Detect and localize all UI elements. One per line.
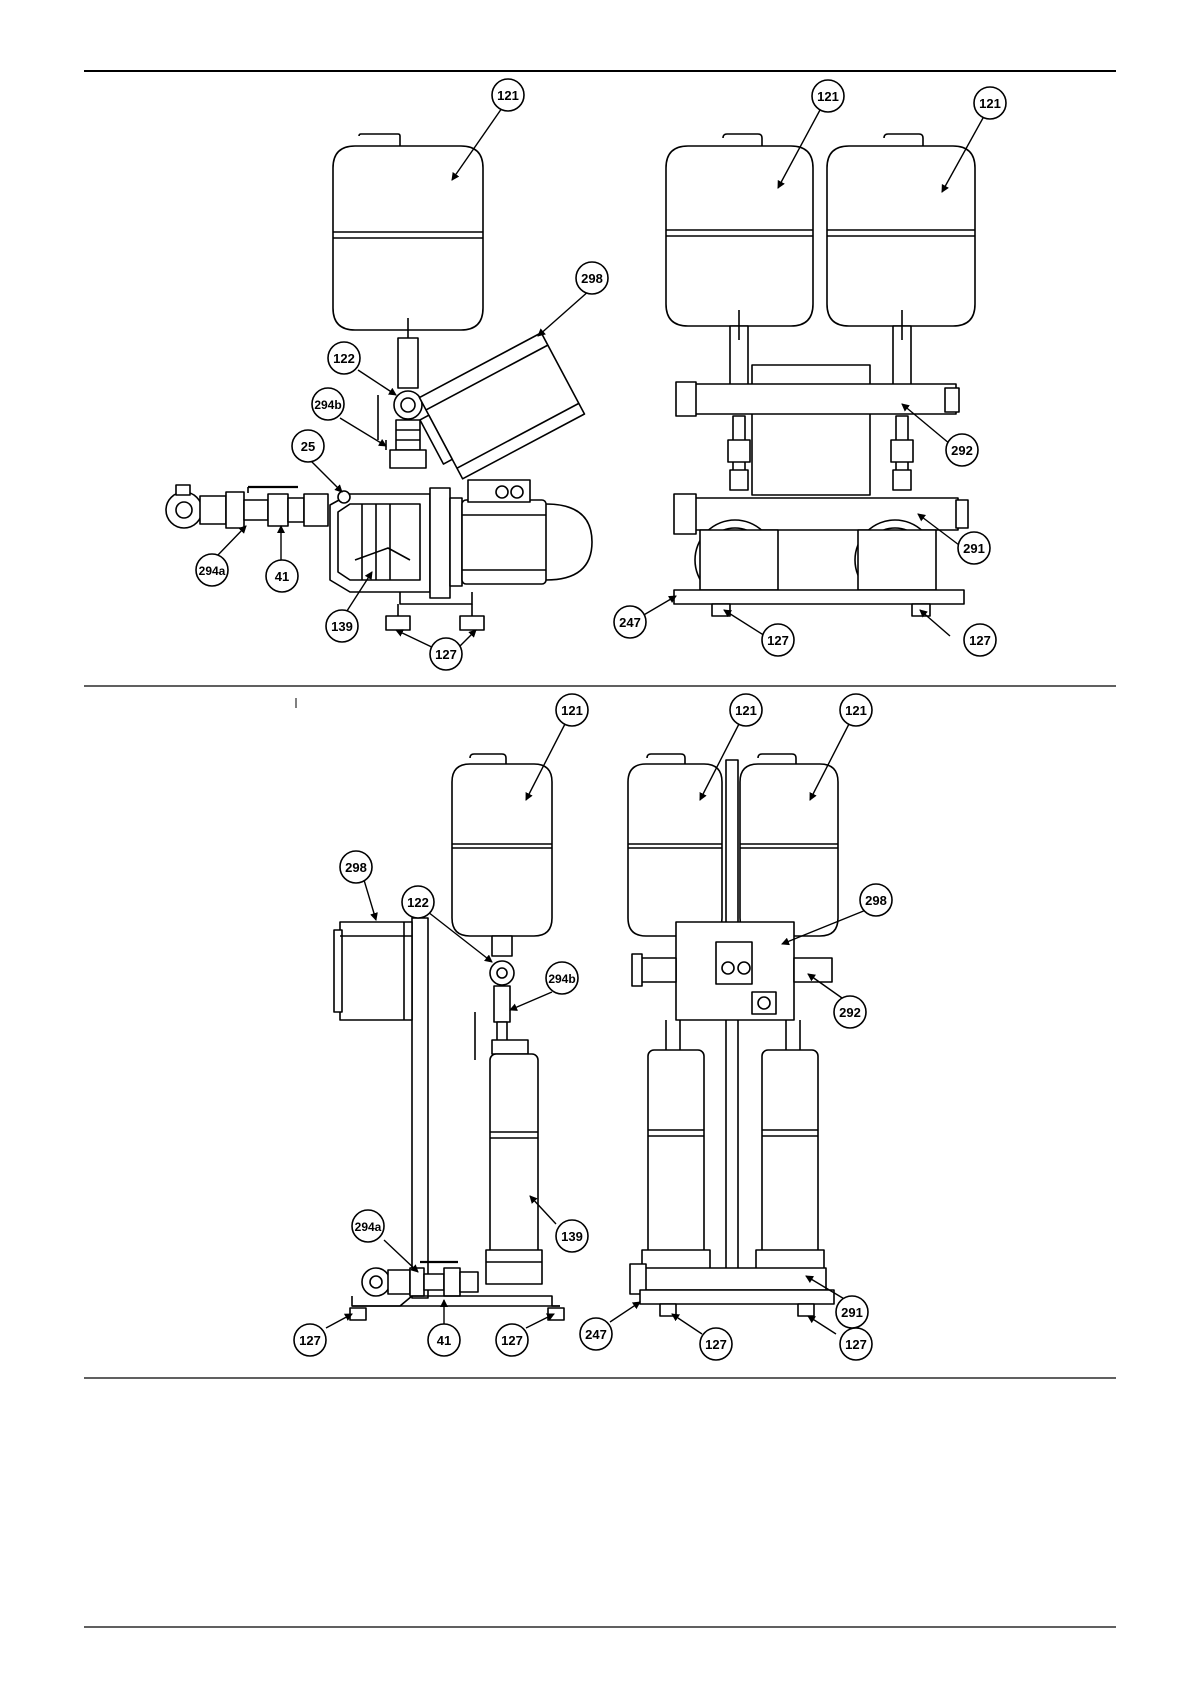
pump-motor (462, 500, 546, 584)
callout-122: 122 (328, 342, 360, 374)
svg-text:121: 121 (561, 703, 583, 718)
svg-text:127: 127 (845, 1337, 867, 1352)
double-vertical-unit (628, 754, 838, 1316)
callout-127: 127 (430, 638, 462, 670)
svg-text:127: 127 (435, 647, 457, 662)
svg-text:121: 121 (979, 96, 1001, 111)
callout-298: 298 (860, 884, 892, 916)
callout-247: 247 (614, 606, 646, 638)
callout-291: 291 (836, 1296, 868, 1328)
callout-294b: 294b (546, 962, 578, 994)
callout-121: 121 (492, 79, 524, 111)
callout-121-right: 121 (974, 87, 1006, 119)
pump-column-right (762, 1050, 818, 1260)
base-frame (674, 590, 964, 604)
callout-121-right: 121 (840, 694, 872, 726)
svg-text:139: 139 (331, 619, 353, 634)
svg-text:298: 298 (345, 860, 367, 875)
svg-text:25: 25 (301, 439, 315, 454)
svg-text:247: 247 (619, 615, 641, 630)
callout-25: 25 (292, 430, 324, 462)
single-horizontal-unit (166, 134, 592, 630)
callout-291: 291 (958, 532, 990, 564)
callout-298: 298 (340, 851, 372, 883)
callout-127-right: 127 (496, 1324, 528, 1356)
pump-column (490, 1054, 538, 1264)
svg-text:298: 298 (581, 271, 603, 286)
callout-122: 122 (402, 886, 434, 918)
upper-manifold (692, 384, 956, 414)
svg-text:122: 122 (407, 895, 429, 910)
callout-139: 139 (326, 610, 358, 642)
callout-41: 41 (428, 1324, 460, 1356)
svg-text:127: 127 (501, 1333, 523, 1348)
pressure-tank-right (740, 764, 838, 936)
upper-manifold (640, 958, 676, 982)
svg-text:41: 41 (275, 569, 289, 584)
callout-121-left: 121 (730, 694, 762, 726)
pressure-tank-left (628, 764, 722, 936)
pressure-tank (359, 134, 400, 146)
base-plate (352, 1296, 560, 1306)
callout-294a: 294a (352, 1210, 384, 1242)
callout-127-right: 127 (964, 624, 996, 656)
svg-text:121: 121 (497, 88, 519, 103)
callout-139: 139 (556, 1220, 588, 1252)
svg-text:41: 41 (437, 1333, 451, 1348)
svg-text:298: 298 (865, 893, 887, 908)
svg-text:294a: 294a (355, 1220, 382, 1234)
svg-text:127: 127 (969, 633, 991, 648)
svg-text:127: 127 (705, 1337, 727, 1352)
callout-247: 247 (580, 1318, 612, 1350)
svg-text:121: 121 (845, 703, 867, 718)
svg-text:291: 291 (841, 1305, 863, 1320)
callout-294a: 294a (196, 554, 228, 586)
svg-text:294b: 294b (314, 398, 341, 412)
callout-292: 292 (834, 996, 866, 1028)
svg-text:121: 121 (735, 703, 757, 718)
svg-text:127: 127 (299, 1333, 321, 1348)
callouts-bottom-single: 121 298 122 294b 294a 139 127 41 127 (294, 694, 588, 1356)
svg-text:247: 247 (585, 1327, 607, 1342)
section-rules (84, 71, 1116, 1627)
svg-text:291: 291 (963, 541, 985, 556)
callout-41: 41 (266, 560, 298, 592)
svg-text:294b: 294b (548, 972, 575, 986)
double-horizontal-unit (666, 134, 975, 616)
svg-text:121: 121 (817, 89, 839, 104)
base-frame (640, 1290, 834, 1304)
control-box-298 (411, 333, 585, 484)
callout-292: 292 (946, 434, 978, 466)
svg-text:139: 139 (561, 1229, 583, 1244)
callout-294b: 294b (312, 388, 344, 420)
svg-text:122: 122 (333, 351, 355, 366)
svg-text:292: 292 (839, 1005, 861, 1020)
svg-text:294a: 294a (199, 564, 226, 578)
callout-127-left: 127 (700, 1328, 732, 1360)
callout-127-right: 127 (840, 1328, 872, 1360)
svg-text:127: 127 (767, 633, 789, 648)
svg-text:292: 292 (951, 443, 973, 458)
callout-121-left: 121 (812, 80, 844, 112)
callout-127-left: 127 (762, 624, 794, 656)
pump-column-left (648, 1050, 704, 1260)
lower-manifold (644, 1268, 826, 1290)
pressure-tank (452, 764, 552, 936)
callout-127-left: 127 (294, 1324, 326, 1356)
callout-121: 121 (556, 694, 588, 726)
callout-298: 298 (576, 262, 608, 294)
